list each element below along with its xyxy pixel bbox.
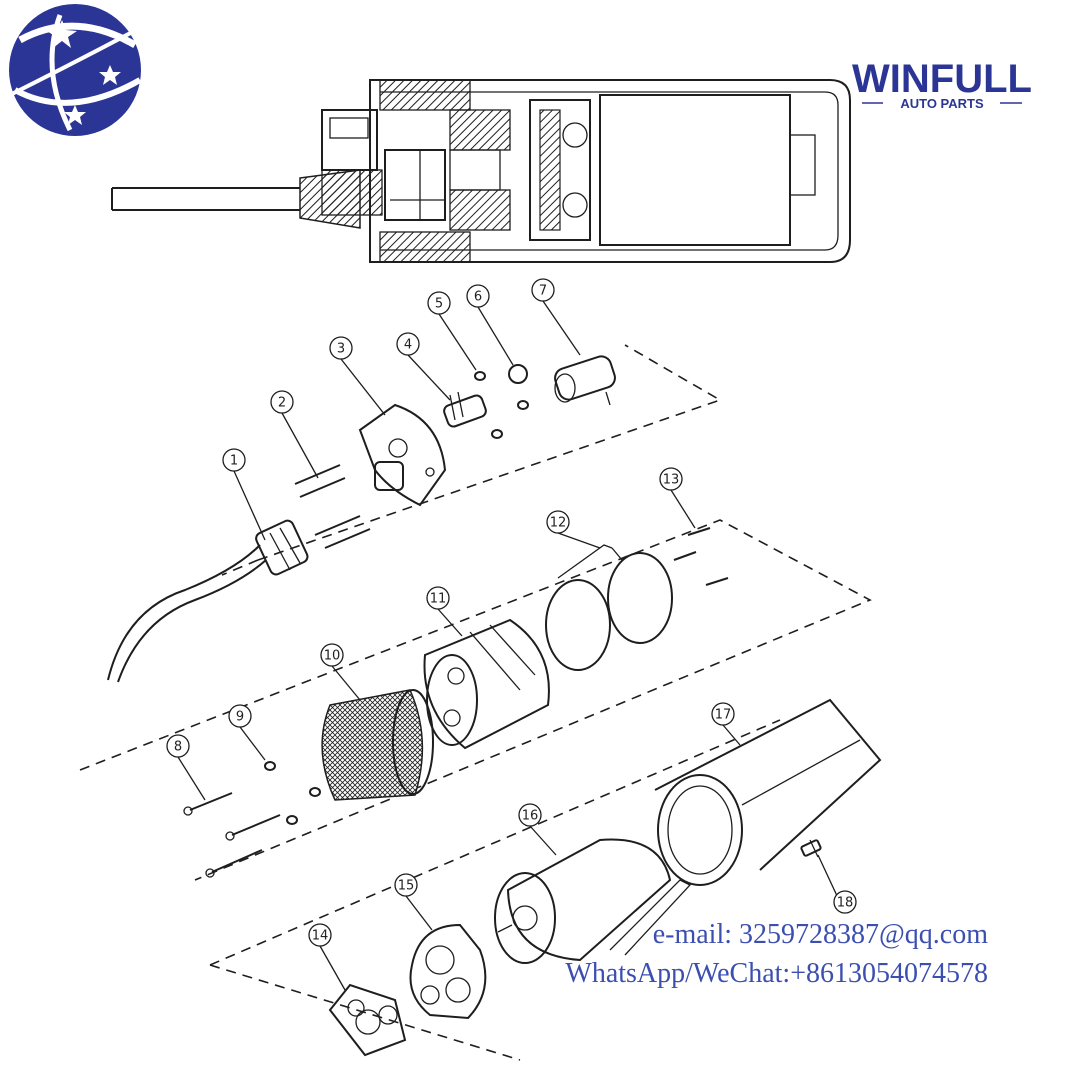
assembly-guide-lines bbox=[79, 344, 872, 1061]
part-15-drawing bbox=[409, 923, 487, 1020]
part-17-drawing bbox=[654, 698, 882, 886]
part-3-callout-circle bbox=[329, 336, 353, 360]
part-8-callout-label: 8 bbox=[174, 740, 182, 755]
part-6-drawing bbox=[508, 364, 528, 384]
part-9-callout-label: 9 bbox=[236, 710, 244, 725]
part-6-callout: 6 bbox=[466, 284, 514, 366]
part-6-leader-line bbox=[477, 306, 514, 366]
part-7-callout-circle bbox=[531, 278, 555, 302]
part-14-callout: 14 bbox=[308, 923, 346, 991]
part-2-leader-line bbox=[281, 412, 319, 479]
part-6-callout-circle bbox=[466, 284, 490, 308]
part-10-drawing bbox=[321, 689, 434, 801]
part-4-callout-label: 4 bbox=[404, 338, 412, 353]
part-13-callout-label: 13 bbox=[663, 473, 680, 488]
part-5-callout: 5 bbox=[427, 291, 477, 371]
part-5-callout-circle bbox=[427, 291, 451, 315]
part-4-callout-circle bbox=[396, 332, 420, 356]
part-17-callout-label: 17 bbox=[715, 708, 732, 723]
part-14-leader-line bbox=[319, 945, 346, 991]
part-7-callout: 7 bbox=[531, 278, 581, 356]
contact-whatsapp: WhatsApp/WeChat:+8613054074578 bbox=[565, 958, 988, 989]
part-15-callout: 15 bbox=[394, 873, 433, 931]
part-18-callout: 18 bbox=[817, 854, 857, 914]
part-2-callout: 2 bbox=[270, 390, 319, 479]
part-16-leader-line bbox=[529, 825, 557, 856]
part-7-callout-label: 7 bbox=[539, 284, 547, 299]
part-12-callout: 12 bbox=[546, 510, 601, 549]
part-10-callout-circle bbox=[320, 643, 344, 667]
part-12-callout-label: 12 bbox=[550, 516, 567, 531]
part-3-leader-line bbox=[340, 358, 386, 416]
part-1-drawing bbox=[107, 519, 309, 683]
part-16-callout-label: 16 bbox=[522, 809, 539, 824]
part-14-drawing bbox=[328, 983, 407, 1057]
part-11-callout-circle bbox=[426, 586, 450, 610]
contact-email: e-mail: 3259728387@qq.com bbox=[653, 919, 989, 950]
part-3-drawing bbox=[358, 403, 447, 507]
part-2-callout-circle bbox=[270, 390, 294, 414]
part-9-leader-line bbox=[239, 726, 266, 761]
part-12-callout-circle bbox=[546, 510, 570, 534]
part-9-callout-circle bbox=[228, 704, 252, 728]
part-7-leader-line bbox=[542, 300, 581, 356]
part-18-drawing bbox=[800, 839, 822, 858]
part-1-callout-circle bbox=[222, 448, 246, 472]
part-13-callout-circle bbox=[659, 467, 683, 491]
part-4-leader-line bbox=[407, 354, 451, 401]
part-5-leader-line bbox=[438, 313, 477, 371]
part-2-drawing bbox=[294, 464, 371, 549]
part-5-drawing bbox=[474, 371, 529, 439]
brand-logo: WINFULL AUTO PARTS bbox=[852, 57, 1032, 111]
part-4-drawing bbox=[443, 391, 487, 428]
cross-section-drawing bbox=[111, 79, 851, 263]
part-1-leader-line bbox=[233, 470, 266, 541]
part-18-callout-circle bbox=[833, 890, 857, 914]
part-17-callout-circle bbox=[711, 702, 735, 726]
part-13-drawing bbox=[673, 527, 729, 586]
part-4-callout: 4 bbox=[396, 332, 451, 401]
part-2-callout-label: 2 bbox=[278, 396, 286, 411]
part-10-callout: 10 bbox=[320, 643, 361, 701]
part-12-drawing bbox=[545, 544, 673, 671]
part-11-leader-line bbox=[437, 608, 463, 637]
part-10-leader-line bbox=[331, 665, 361, 701]
part-6-callout-label: 6 bbox=[474, 290, 482, 305]
part-14-callout-label: 14 bbox=[312, 929, 329, 944]
part-3-callout: 3 bbox=[329, 336, 386, 416]
part-3-callout-label: 3 bbox=[337, 342, 345, 357]
part-15-callout-circle bbox=[394, 873, 418, 897]
part-17-callout: 17 bbox=[711, 702, 741, 746]
part-15-leader-line bbox=[405, 895, 433, 931]
part-13-leader-line bbox=[670, 489, 696, 529]
part-16-callout: 16 bbox=[518, 803, 557, 856]
part-8-callout: 8 bbox=[166, 734, 206, 801]
part-11-drawing bbox=[423, 618, 550, 750]
brand-tagline: AUTO PARTS bbox=[900, 96, 984, 111]
part-1-callout-label: 1 bbox=[230, 454, 238, 469]
part-7-drawing bbox=[554, 355, 616, 406]
part-5-callout-label: 5 bbox=[435, 297, 443, 312]
part-14-callout-circle bbox=[308, 923, 332, 947]
part-18-callout-label: 18 bbox=[837, 896, 854, 911]
part-13-callout: 13 bbox=[659, 467, 696, 529]
part-8-leader-line bbox=[177, 756, 206, 801]
brand-name: WINFULL bbox=[852, 57, 1032, 101]
part-16-callout-circle bbox=[518, 803, 542, 827]
globe-logo-icon bbox=[0, 4, 156, 136]
part-9-callout: 9 bbox=[228, 704, 266, 761]
part-8-drawing bbox=[183, 792, 281, 878]
part-11-callout: 11 bbox=[426, 586, 463, 637]
part-10-callout-label: 10 bbox=[324, 649, 341, 664]
part-1-callout: 1 bbox=[222, 448, 266, 541]
part-8-callout-circle bbox=[166, 734, 190, 758]
part-15-callout-label: 15 bbox=[398, 879, 415, 894]
part-17-leader-line bbox=[722, 724, 741, 746]
part-11-callout-label: 11 bbox=[430, 592, 447, 607]
part-9-drawing bbox=[264, 761, 321, 825]
part-12-leader-line bbox=[557, 532, 601, 549]
